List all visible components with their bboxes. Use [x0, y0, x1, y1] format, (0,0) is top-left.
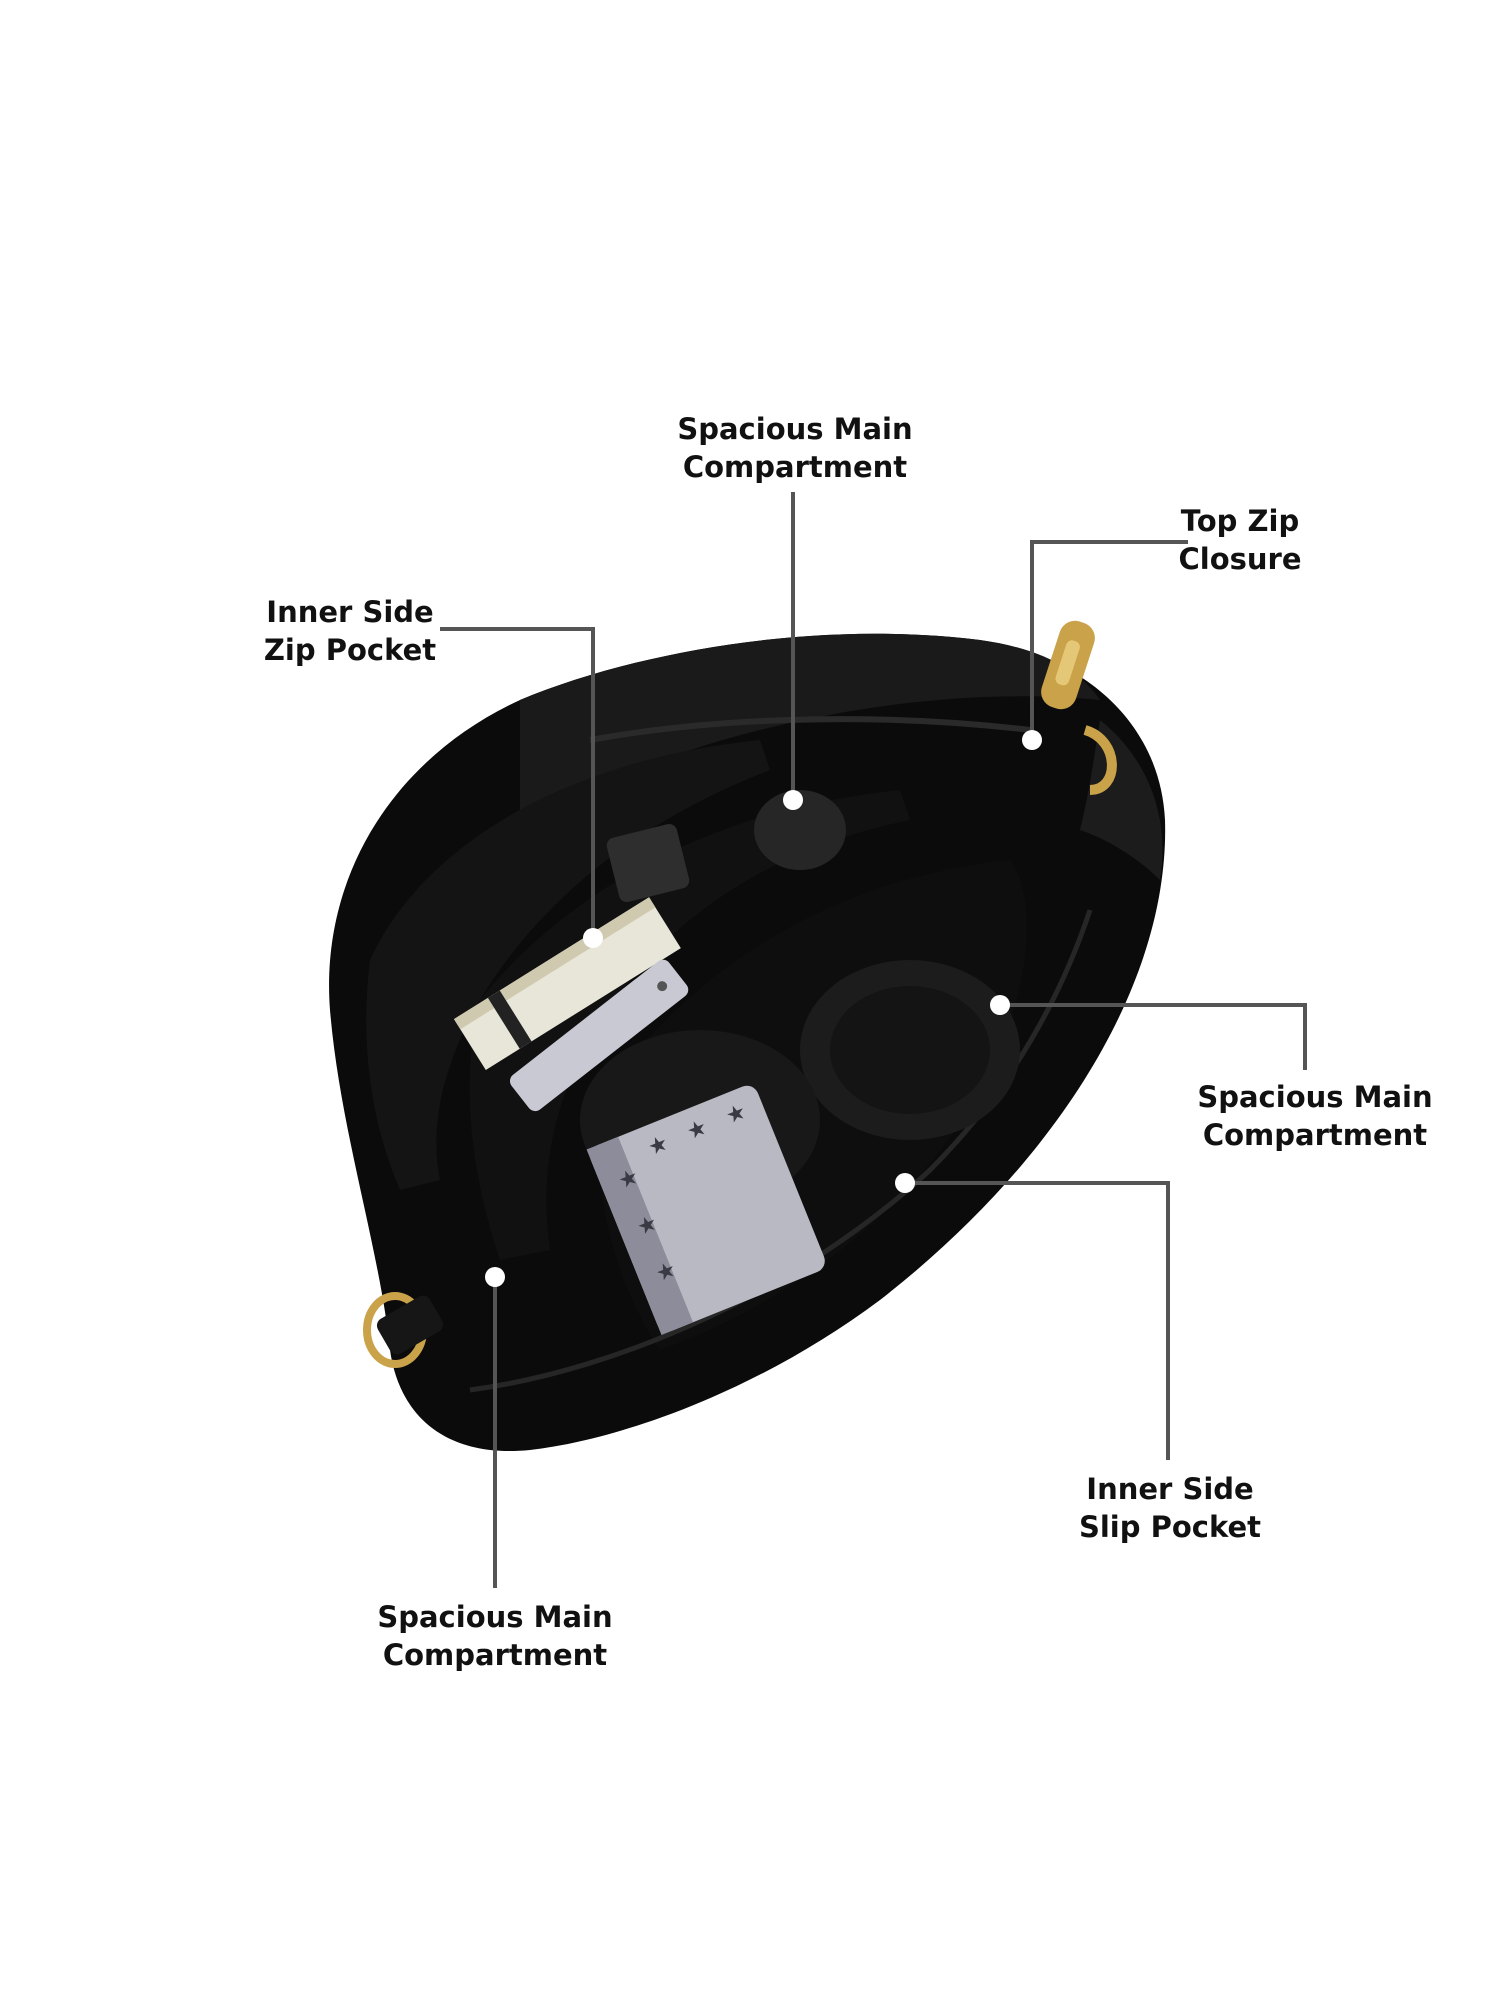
zip-puller: [1041, 620, 1117, 795]
callout-line: Compartment: [1202, 1118, 1428, 1152]
callout-line: Slip Pocket: [1078, 1510, 1262, 1544]
bag-right-leather: [1080, 720, 1163, 880]
leader-lines: [440, 492, 1307, 1588]
callout-line: Spacious Main: [377, 1600, 613, 1634]
callout-line: Closure: [1178, 542, 1302, 576]
zip-track: [589, 716, 1031, 743]
phone-item: [509, 959, 689, 1112]
callout-inner-side-zip-pocket: Inner Side Zip Pocket: [250, 593, 450, 669]
compartment-middle: [469, 790, 910, 1260]
callout-line: Spacious Main: [677, 412, 913, 446]
square-item: [606, 823, 690, 903]
callout-inner-side-slip-pocket: Inner Side Slip Pocket: [1070, 1470, 1270, 1546]
callout-dots: [485, 730, 1042, 1287]
callout-line: Inner Side: [266, 595, 434, 629]
callout-line: Top Zip: [1180, 504, 1300, 538]
callout-line: Zip Pocket: [263, 633, 437, 667]
callout-spacious-main-top: Spacious Main Compartment: [670, 410, 920, 486]
star-pouch-item: ★ ★ ★ ★ ★ ★: [586, 1085, 825, 1335]
callout-spacious-main-right: Spacious Main Compartment: [1190, 1078, 1440, 1154]
notebook-item: [453, 897, 681, 1070]
bag-top-leather: [520, 633, 1100, 830]
callout-top-zip-closure: Top Zip Closure: [1160, 502, 1320, 578]
bottle-item: [754, 790, 846, 870]
callout-line: Inner Side: [1086, 1472, 1254, 1506]
callout-spacious-main-bottom: Spacious Main Compartment: [370, 1598, 620, 1674]
callout-line: Spacious Main: [1197, 1080, 1433, 1114]
d-ring: [363, 1292, 444, 1368]
callout-line: Compartment: [382, 1638, 608, 1672]
compartment-left: [366, 740, 770, 1190]
callout-line: Compartment: [682, 450, 908, 484]
